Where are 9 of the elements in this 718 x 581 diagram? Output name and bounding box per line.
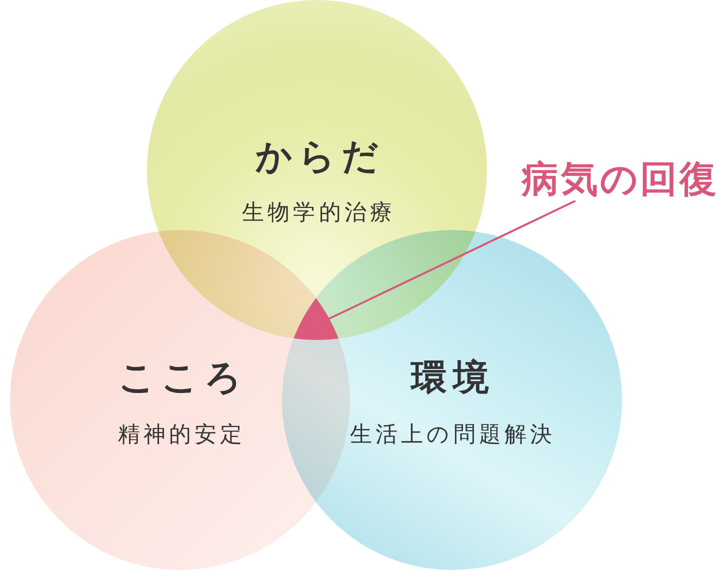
leader-line: [328, 200, 576, 320]
circle-subtitle: 精神的安定: [116, 422, 246, 448]
intersection-region: [294, 298, 339, 340]
circle-title: からだ: [254, 136, 384, 178]
circle-subtitle: 生物学的治療: [241, 200, 396, 226]
circle-subtitle: 生活上の問題解決: [349, 422, 556, 448]
callout-label: 病気の回復: [519, 158, 718, 202]
circle-title: こころ: [118, 357, 248, 399]
circle-title: 環境: [409, 357, 495, 399]
